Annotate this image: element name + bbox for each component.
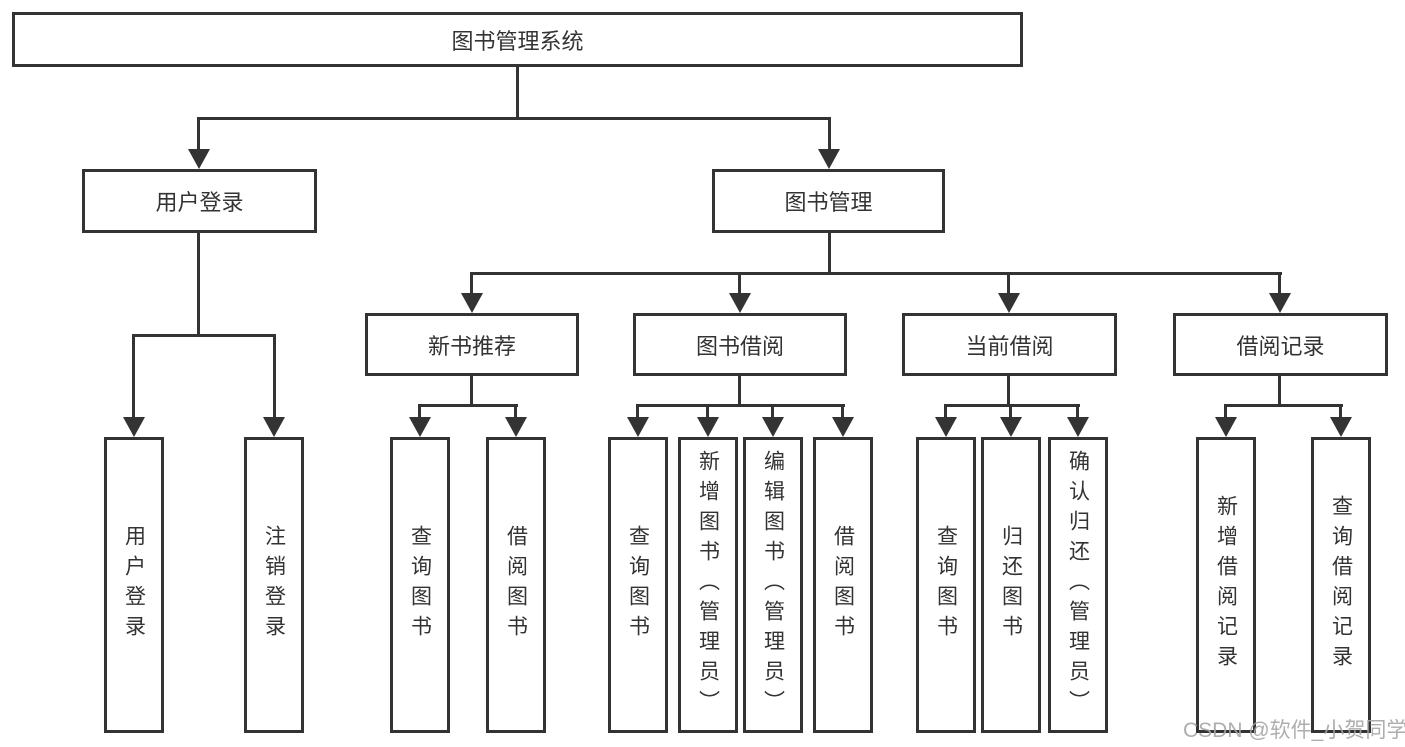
node-user-login-label: 用户登录 — [155, 190, 244, 215]
connector-arrowhead — [409, 417, 431, 437]
leaf-query-borrow-record: 查询借阅记录 — [1311, 437, 1371, 733]
leaf-borrow-book-2: 借阅图书 — [813, 437, 873, 733]
connector-line — [1339, 404, 1342, 419]
leaf-query-book-2: 查询图书 — [608, 437, 668, 733]
connector-line — [1224, 404, 1343, 407]
connector-line — [1076, 404, 1079, 419]
connector-arrowhead — [832, 417, 854, 437]
connector-line — [1007, 272, 1010, 296]
connector-line — [197, 117, 200, 151]
connector-line — [1009, 404, 1012, 419]
node-book-borrow-label: 图书借阅 — [695, 333, 784, 359]
connector-line — [514, 404, 517, 419]
connector-line — [944, 404, 1080, 407]
leaf-add-book-admin-label: 新增图书（管理员） — [696, 450, 720, 720]
connector-line — [738, 272, 741, 296]
connector-line — [273, 334, 276, 419]
connector-line — [197, 233, 200, 337]
leaf-logout-label: 注销登录 — [262, 525, 286, 645]
leaf-borrow-book-1-label: 借阅图书 — [504, 525, 528, 645]
connector-arrowhead — [1269, 293, 1291, 313]
node-current-borrow-label: 当前借阅 — [965, 333, 1054, 359]
connector-arrowhead — [1330, 417, 1352, 437]
connector-line — [738, 376, 741, 407]
node-root-label: 图书管理系统 — [451, 28, 584, 54]
connector-line — [944, 404, 947, 419]
leaf-confirm-return-admin-label: 确认归还（管理员） — [1066, 450, 1090, 720]
connector-line — [1278, 376, 1281, 407]
connector-arrowhead — [123, 417, 145, 437]
connector-line — [771, 404, 774, 419]
leaf-add-borrow-record-label: 新增借阅记录 — [1214, 495, 1238, 675]
leaf-return-book-label: 归还图书 — [999, 525, 1023, 645]
leaf-confirm-return-admin: 确认归还（管理员） — [1048, 437, 1108, 733]
leaf-query-book-1: 查询图书 — [390, 437, 450, 733]
connector-arrowhead — [627, 417, 649, 437]
node-book-management-label: 图书管理 — [784, 190, 873, 215]
node-new-book-recommend-label: 新书推荐 — [427, 333, 516, 359]
connector-line — [841, 404, 844, 419]
connector-arrowhead — [729, 293, 751, 313]
leaf-add-borrow-record: 新增借阅记录 — [1196, 437, 1256, 733]
connector-line — [516, 64, 519, 120]
leaf-query-borrow-record-label: 查询借阅记录 — [1329, 495, 1353, 675]
node-borrow-record: 借阅记录 — [1173, 313, 1388, 376]
connector-arrowhead — [762, 417, 784, 437]
leaf-user-login: 用户登录 — [104, 437, 164, 733]
node-root: 图书管理系统 — [12, 12, 1023, 67]
connector-line — [1007, 376, 1010, 407]
node-book-borrow: 图书借阅 — [633, 313, 847, 376]
node-user-login: 用户登录 — [82, 169, 317, 233]
connector-line — [418, 404, 421, 419]
leaf-borrow-book-2-label: 借阅图书 — [831, 525, 855, 645]
connector-line — [1224, 404, 1227, 419]
connector-arrowhead — [697, 417, 719, 437]
connector-line — [828, 233, 831, 275]
connector-arrowhead — [263, 417, 285, 437]
connector-line — [636, 404, 845, 407]
connector-line — [132, 334, 276, 337]
connector-arrowhead — [935, 417, 957, 437]
leaf-query-book-3-label: 查询图书 — [934, 525, 958, 645]
leaf-query-book-1-label: 查询图书 — [408, 525, 432, 645]
leaf-query-book-2-label: 查询图书 — [626, 525, 650, 645]
connector-line — [418, 404, 518, 407]
connector-arrowhead — [1000, 417, 1022, 437]
connector-line — [1278, 272, 1281, 296]
csdn-watermark: CSDN @软件_小贺同学 — [1183, 719, 1405, 742]
connector-arrowhead — [188, 149, 210, 169]
connector-arrowhead — [1215, 417, 1237, 437]
connector-arrowhead — [505, 417, 527, 437]
leaf-add-book-admin: 新增图书（管理员） — [678, 437, 738, 733]
leaf-edit-book-admin: 编辑图书（管理员） — [743, 437, 803, 733]
connector-arrowhead — [1067, 417, 1089, 437]
node-new-book-recommend: 新书推荐 — [365, 313, 579, 376]
leaf-query-book-3: 查询图书 — [916, 437, 976, 733]
leaf-user-login-label: 用户登录 — [122, 525, 146, 645]
node-current-borrow: 当前借阅 — [902, 313, 1117, 376]
leaf-logout: 注销登录 — [244, 437, 304, 733]
connector-line — [636, 404, 639, 419]
connector-arrowhead — [461, 293, 483, 313]
connector-arrowhead — [818, 149, 840, 169]
connector-line — [706, 404, 709, 419]
connector-line — [197, 117, 831, 120]
node-borrow-record-label: 借阅记录 — [1236, 333, 1325, 359]
connector-line — [470, 272, 1282, 275]
connector-arrowhead — [998, 293, 1020, 313]
connector-line — [470, 272, 473, 296]
leaf-borrow-book-1: 借阅图书 — [486, 437, 546, 733]
connector-line — [470, 376, 473, 407]
leaf-edit-book-admin-label: 编辑图书（管理员） — [761, 450, 785, 720]
leaf-return-book: 归还图书 — [981, 437, 1041, 733]
node-book-management: 图书管理 — [712, 169, 945, 233]
connector-line — [828, 117, 831, 151]
connector-line — [132, 334, 135, 419]
